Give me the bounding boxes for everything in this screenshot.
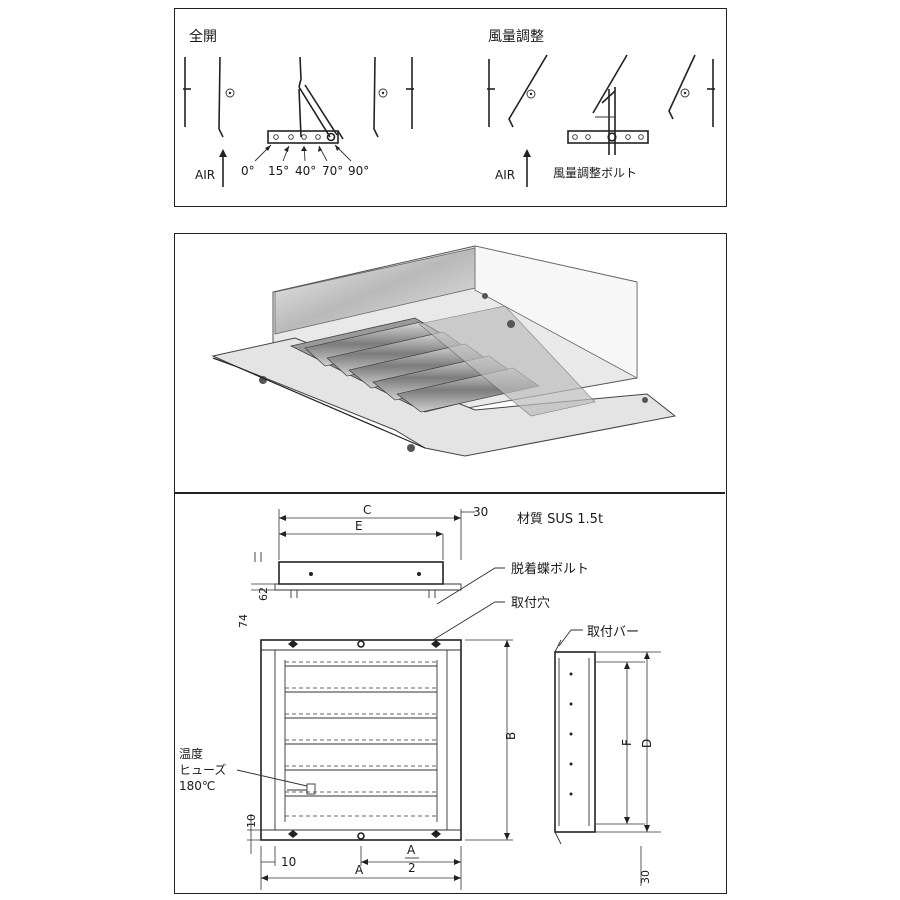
dim-10-horizontal-label: 10 (281, 855, 296, 869)
dim-a-half-top: A (407, 843, 416, 857)
temp-fuse-line3: 180℃ (179, 779, 215, 793)
air-arrow-right-icon (523, 149, 531, 187)
technical-drawing: C E 30 材質 SUS 1.5t 62 74 脱着蝶ボルト 取付穴 (179, 503, 661, 890)
front-blades (285, 661, 437, 817)
airflow-adjust-blades (487, 54, 715, 155)
dim-30-bottom-label: 30 (639, 870, 652, 884)
side-elevation (254, 552, 462, 598)
air-arrow-left-icon (219, 149, 227, 187)
full-open-blades (183, 56, 414, 144)
dim-10-vertical-label: 10 (245, 814, 258, 828)
dim-74-label: 74 (237, 614, 250, 628)
angle-label-40: 40° (295, 164, 316, 178)
angle-label-0: 0° (241, 164, 255, 178)
angle-label-70: 70° (322, 164, 343, 178)
temp-fuse-line2: ヒューズ (179, 762, 226, 777)
photo-wing-bolts (259, 293, 648, 452)
dim-30-top-label: 30 (473, 505, 488, 519)
temp-fuse-line1: 温度 (179, 746, 203, 761)
airflow-adjust-label: 風量調整 (488, 29, 544, 45)
product-panel: C E 30 材質 SUS 1.5t 62 74 脱着蝶ボルト 取付穴 (174, 233, 727, 894)
dim-d-label: D (640, 739, 654, 748)
removable-wing-bolt-label: 脱着蝶ボルト (511, 561, 589, 577)
adjust-bolt-label: 風量調整ボルト (553, 165, 637, 180)
blade-position-panel: 全開 風量調整 (174, 8, 727, 207)
angle-indicator-arrows (254, 144, 352, 162)
dim-c-label: C (363, 503, 371, 517)
side-view (554, 639, 596, 845)
dim-b-label: B (504, 732, 518, 740)
dim-a-label: A (355, 863, 364, 877)
mounting-bar-label: 取付バー (587, 625, 639, 640)
dim-e-label: E (355, 519, 363, 533)
full-open-label: 全開 (189, 28, 217, 45)
dim-62-label: 62 (257, 587, 270, 601)
damper-photo (211, 245, 677, 457)
blade-position-diagram: 全開 風量調整 (183, 28, 715, 187)
dim-f-label: F (620, 739, 634, 746)
material-label: 材質 SUS 1.5t (517, 512, 603, 527)
panel-divider (175, 492, 725, 494)
air-label-left: AIR (195, 168, 215, 182)
front-elevation (260, 639, 462, 841)
mounting-hole-label: 取付穴 (511, 596, 550, 611)
angle-label-90: 90° (348, 164, 369, 178)
air-label-right: AIR (495, 168, 515, 182)
angle-label-15: 15° (268, 164, 289, 178)
dim-a-half-bottom: 2 (408, 861, 416, 875)
photo-blades (289, 305, 596, 417)
